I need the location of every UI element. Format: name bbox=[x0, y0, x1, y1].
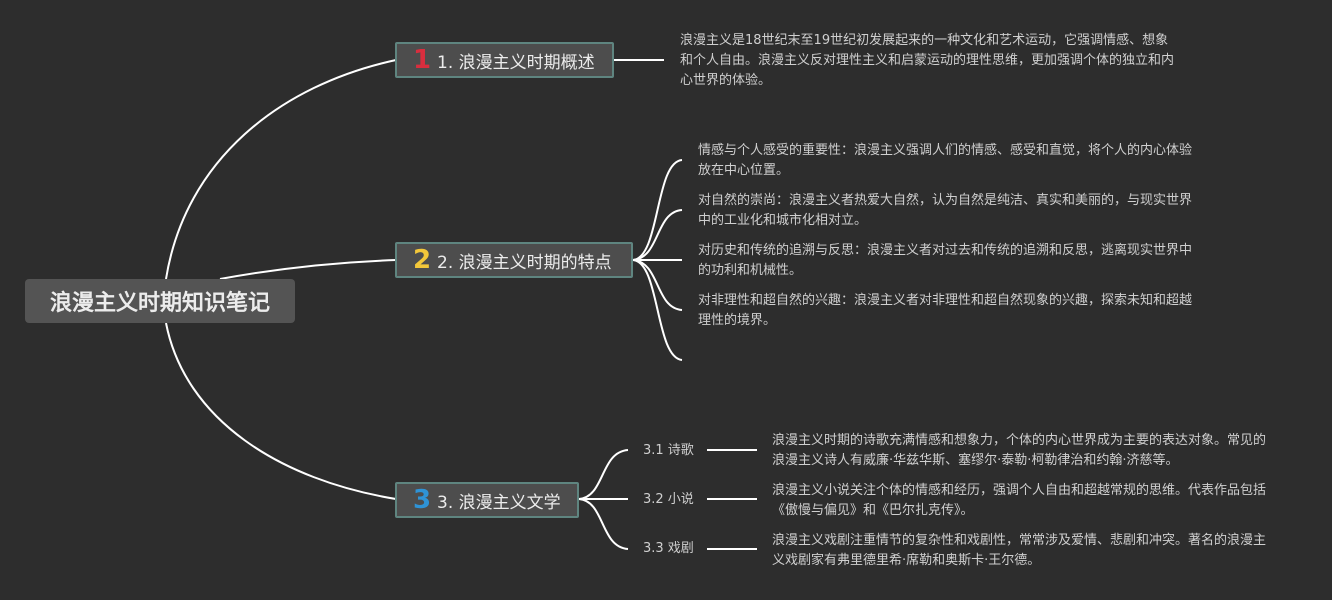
sub-3-3-note: 浪漫主义戏剧注重情节的复杂性和戏剧性，常常涉及爱情、悲剧和冲突。著名的浪漫主义戏… bbox=[772, 533, 1267, 568]
connector-branch-3-sub-1 bbox=[578, 449, 629, 500]
connector-branch-2-note-1 bbox=[632, 159, 683, 261]
connector-branch-2-note-4 bbox=[632, 259, 683, 311]
branch-2-topic[interactable]: 2 2. 浪漫主义时期的特点 bbox=[395, 242, 633, 278]
sub-topic-3-1[interactable]: 3.1 诗歌 bbox=[643, 443, 694, 458]
sub-topic-3-3[interactable]: 3.3 戏剧 bbox=[643, 541, 694, 556]
branch-2-note-3: 对历史和传统的追溯与反思：浪漫主义者对过去和传统的追溯和反思，逃离现实世界中的功… bbox=[698, 243, 1193, 278]
connector-branch-2-note-2 bbox=[632, 209, 683, 261]
number-2-badge-icon: 2 bbox=[412, 245, 432, 275]
sub-3-2-note: 浪漫主义小说关注个体的情感和经历，强调个人自由和超越常规的思维。代表作品包括《傲… bbox=[772, 483, 1267, 518]
branch-1-label: 1. 浪漫主义时期概述 bbox=[437, 52, 595, 73]
branch-2-note-2: 对自然的崇尚：浪漫主义者热爱大自然，认为自然是纯洁、真实和美丽的，与现实世界中的… bbox=[698, 193, 1193, 228]
sub-topic-3-2[interactable]: 3.2 小说 bbox=[643, 492, 694, 507]
branch-3-topic[interactable]: 3 3. 浪漫主义文学 bbox=[395, 482, 579, 518]
connector-root-branch-1 bbox=[165, 59, 397, 280]
connector-root-branch-2 bbox=[219, 259, 397, 280]
branch-2-label: 2. 浪漫主义时期的特点 bbox=[437, 252, 612, 273]
connector-root-branch-3 bbox=[165, 322, 397, 500]
branch-2-note-4: 对非理性和超自然的兴趣：浪漫主义者对非理性和超自然现象的兴趣，探索未知和超越理性… bbox=[698, 293, 1193, 328]
branch-2-note-1: 情感与个人感受的重要性：浪漫主义强调人们的情感、感受和直觉，将个人的内心体验放在… bbox=[698, 143, 1193, 178]
sub-3-1-note: 浪漫主义时期的诗歌充满情感和想象力，个体的内心世界成为主要的表达对象。常见的浪漫… bbox=[772, 433, 1267, 468]
branch-3-label: 3. 浪漫主义文学 bbox=[437, 492, 561, 513]
root-topic[interactable]: 浪漫主义时期知识笔记 bbox=[25, 279, 295, 323]
number-1-badge-icon: 1 bbox=[412, 45, 432, 75]
connector-branch-3-sub-3 bbox=[578, 498, 629, 550]
connector-branch-2-note-5 bbox=[632, 259, 683, 361]
branch-1-note: 浪漫主义是18世纪末至19世纪初发展起来的一种文化和艺术运动，它强调情感、想象和… bbox=[680, 33, 1175, 88]
branch-1-topic[interactable]: 1 1. 浪漫主义时期概述 bbox=[395, 42, 614, 78]
number-3-badge-icon: 3 bbox=[412, 485, 432, 515]
root-title: 浪漫主义时期知识笔记 bbox=[49, 291, 270, 316]
